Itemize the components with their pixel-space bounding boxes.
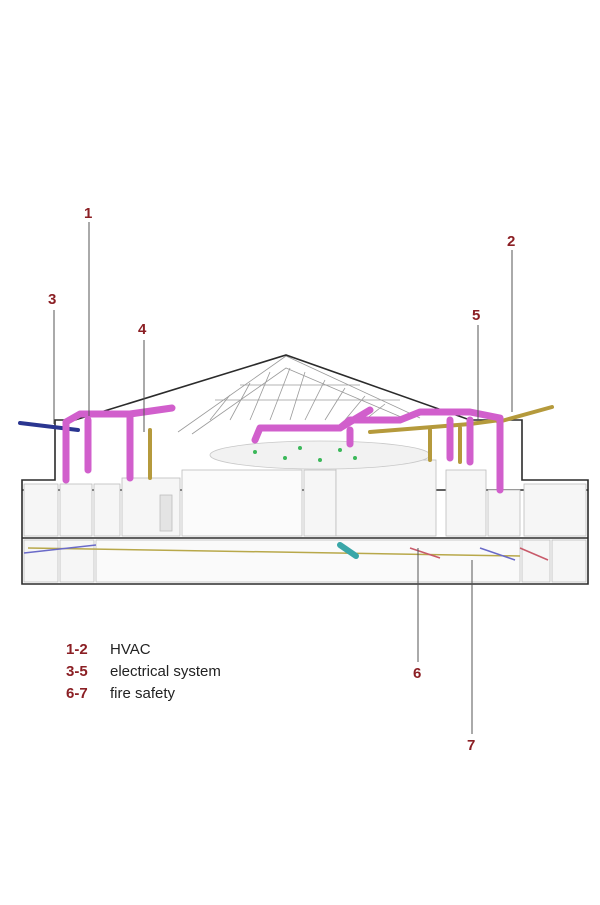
callout-1: 1 — [84, 205, 93, 222]
legend-range: 1-2 — [66, 640, 88, 658]
legend-label: HVAC — [110, 640, 151, 658]
legend-range: 3-5 — [66, 662, 88, 680]
callout-6: 6 — [413, 665, 422, 682]
fire-pump — [337, 542, 359, 559]
interior-rooms — [23, 459, 587, 583]
callout-7: 7 — [467, 737, 476, 754]
ceiling-dome — [209, 440, 431, 470]
callout-4: 4 — [138, 321, 147, 338]
legend-item-electrical: 3-5 electrical system — [66, 660, 221, 682]
callout-3: 3 — [48, 291, 57, 308]
legend-label: electrical system — [110, 662, 221, 680]
legend-item-hvac: 1-2 HVAC — [66, 638, 221, 660]
legend: 1-2 HVAC 3-5 electrical system 6-7 fire … — [66, 638, 221, 704]
electrical-trays — [148, 405, 554, 480]
legend-item-fire-safety: 6-7 fire safety — [66, 682, 221, 704]
fire-safety-pipes — [23, 544, 549, 561]
leader-lines — [53, 222, 513, 734]
callout-5: 5 — [472, 307, 481, 324]
legend-label: fire safety — [110, 684, 176, 702]
legend-range: 6-7 — [66, 684, 88, 702]
callout-2: 2 — [507, 233, 516, 250]
